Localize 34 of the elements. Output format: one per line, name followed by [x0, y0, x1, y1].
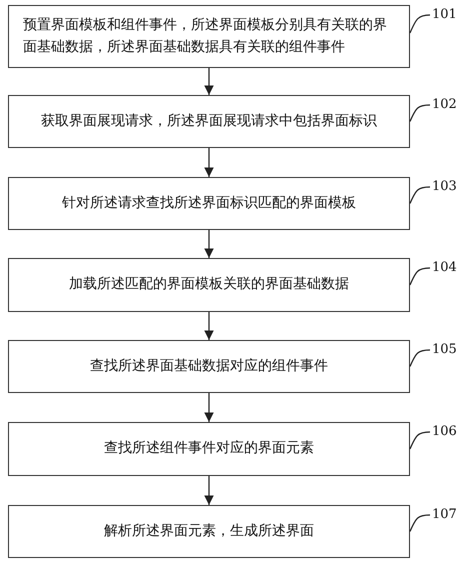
- step-text: 获取界面展现请求，所述界面展现请求中包括界面标识: [41, 112, 377, 131]
- leader-line: [409, 104, 430, 122]
- step-number: 107: [432, 507, 457, 523]
- step-text: 解析所述界面元素，生成所述界面: [104, 522, 314, 541]
- arrow: [204, 230, 214, 258]
- leader-line: [409, 431, 430, 450]
- arrow: [204, 476, 214, 505]
- step-number: 104: [432, 260, 457, 276]
- process-box: [8, 340, 410, 393]
- leader-line: [409, 186, 430, 204]
- arrow: [204, 393, 214, 422]
- process-box: [8, 177, 410, 230]
- arrow: [204, 68, 214, 95]
- process-box: [8, 95, 410, 148]
- step-number: 101: [432, 7, 457, 23]
- leader-line: [409, 349, 430, 367]
- step-text: 预置界面模板和组件事件，所述界面模板分别具有关联的界面基础数据，所述界面基础数据具有关联的组件事件: [23, 16, 388, 56]
- step-number: 105: [432, 342, 457, 358]
- arrow: [204, 312, 214, 340]
- arrow: [204, 148, 214, 177]
- step-number: 103: [432, 179, 457, 195]
- leader-line: [409, 267, 430, 286]
- step-text: 加载所述匹配的界面模板关联的界面基础数据: [69, 275, 349, 294]
- step-number: 102: [432, 97, 457, 113]
- leader-line: [409, 514, 430, 532]
- leader-line: [409, 14, 430, 34]
- process-box: [8, 505, 410, 558]
- step-text: 查找所述界面基础数据对应的组件事件: [90, 356, 328, 376]
- process-box: [8, 258, 410, 312]
- step-text: 针对所述请求查找所述界面标识匹配的界面模板: [62, 194, 356, 213]
- process-box: [8, 5, 410, 68]
- process-box: [8, 422, 410, 476]
- step-text: 查找所述组件事件对应的界面元素: [104, 439, 314, 458]
- step-number: 106: [432, 424, 457, 440]
